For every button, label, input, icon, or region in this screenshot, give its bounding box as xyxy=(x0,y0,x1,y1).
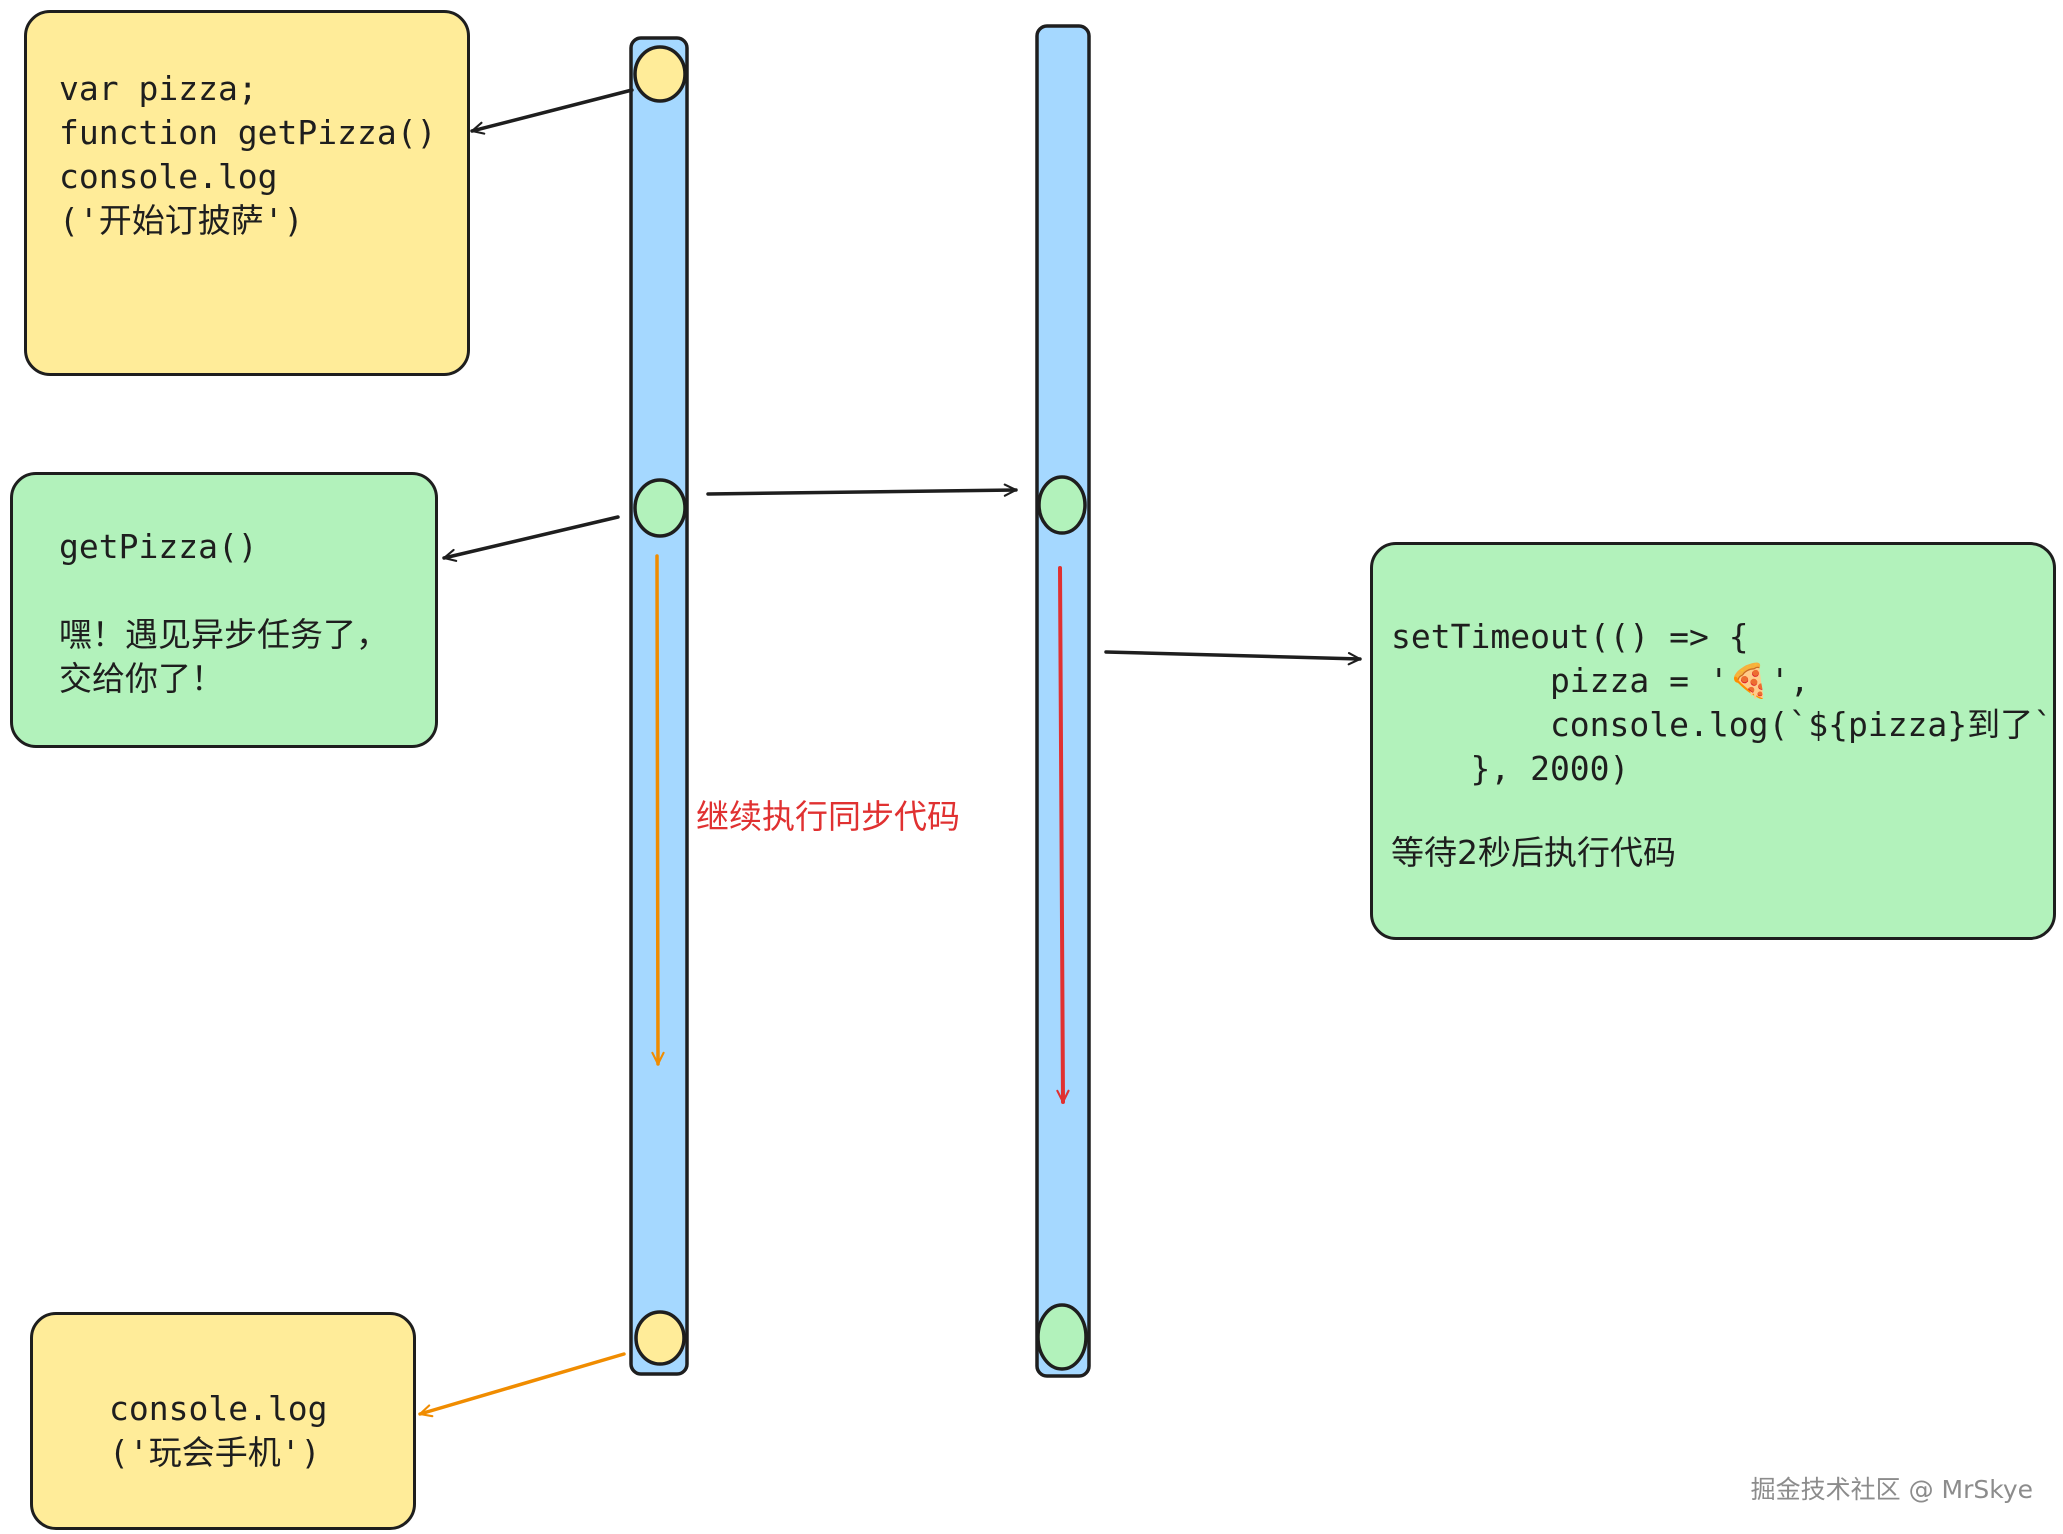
timeout-code-line-4: }, 2000) xyxy=(1391,749,1630,788)
timeout-code-line-3: console.log(`${pizza}到了`) xyxy=(1391,705,2056,744)
async-call-note-line-2: 交给你了！ xyxy=(59,659,224,698)
async-call-code: getPizza() xyxy=(59,527,258,566)
arrow-to-declare xyxy=(470,88,634,135)
arrow-continue-sync xyxy=(651,554,665,1066)
timeout-code-line-2: pizza = '🍕', xyxy=(1391,661,1810,700)
async-call-note-line-1: 嘿！遇见异步任务了， xyxy=(59,615,389,654)
phone-line-1: console.log xyxy=(109,1389,328,1428)
timeout-note: 等待2秒后执行代码 xyxy=(1391,833,1676,872)
arrow-async-wait xyxy=(1056,566,1070,1104)
node-declare xyxy=(633,45,687,103)
declare-line-4: ('开始订披萨') xyxy=(59,201,304,240)
arrow-to-async-call xyxy=(442,515,620,562)
node-async-call xyxy=(633,478,687,538)
phone-line-2: ('玩会手机') xyxy=(109,1433,321,1472)
arrow-to-timeout xyxy=(1104,650,1362,666)
phone-box: console.log ('玩会手机') xyxy=(30,1312,416,1530)
node-phone xyxy=(634,1310,686,1366)
async-call-box: getPizza() 嘿！遇见异步任务了， 交给你了！ xyxy=(10,472,438,748)
declare-line-3: console.log xyxy=(59,157,278,196)
arrow-to-async-lane xyxy=(706,483,1018,497)
declare-line-2: function getPizza() xyxy=(59,113,437,152)
sync-continue-label: 继续执行同步代码 xyxy=(696,797,960,836)
declare-line-1: var pizza; xyxy=(59,69,258,108)
timeout-code-line-1: setTimeout(() => { xyxy=(1391,617,1749,656)
declare-box: var pizza; function getPizza() console.l… xyxy=(24,10,470,376)
node-async-received xyxy=(1037,475,1087,535)
arrow-to-phone xyxy=(418,1352,626,1418)
timeout-box: setTimeout(() => { pizza = '🍕', console.… xyxy=(1370,542,2056,940)
lane-async xyxy=(1035,24,1091,1378)
node-async-done xyxy=(1036,1303,1088,1371)
watermark: 掘金技术社区 @ MrSkye xyxy=(1750,1475,2033,1504)
